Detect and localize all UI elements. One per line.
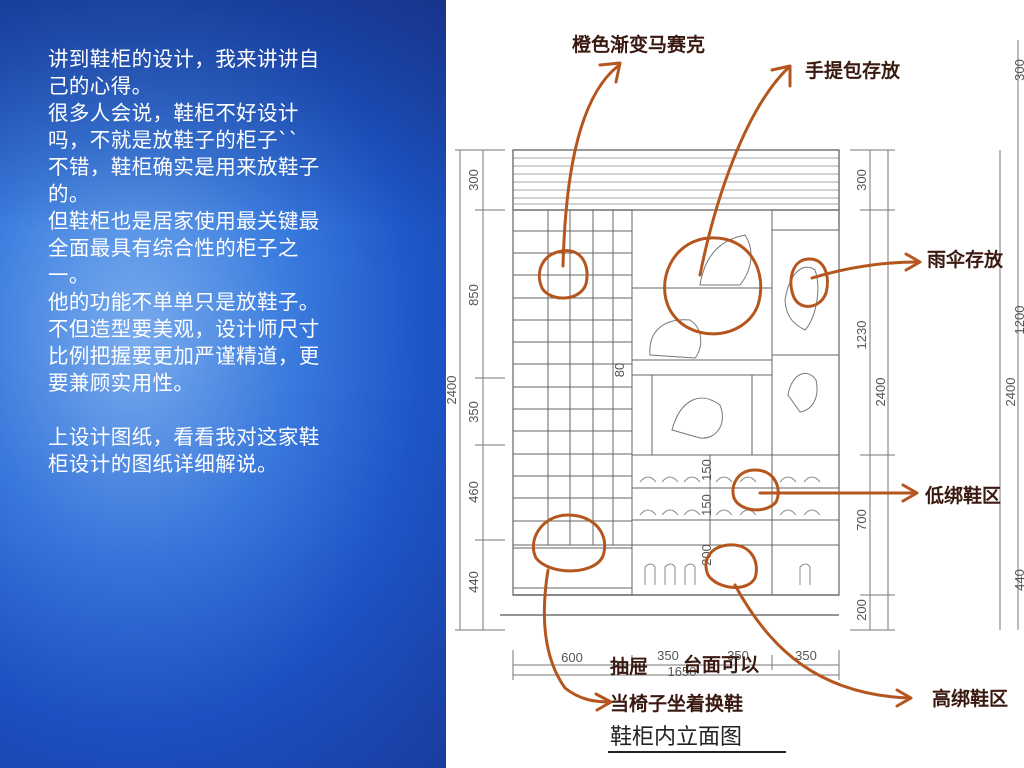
bottom-dimension-lines [512,650,840,680]
dim-right-b-total: 2400 [1003,378,1018,407]
dim-right-a-total: 2400 [873,378,888,407]
dim-right-b-bottom: 440 [1012,569,1024,591]
label-countertop: 台面可以 [683,653,759,676]
paragraph-4: 但鞋柜也是居家使用最关键最全面最具有综合性的柜子之一。 [48,209,320,287]
arrow-umbrella [810,260,920,280]
item-sketches [649,234,819,439]
dim-right-a-2: 1230 [854,321,869,350]
dim-bottom-1: 600 [561,650,583,665]
paragraph-2: 很多人会说，鞋柜不好设计吗，不就是放鞋子的柜子`` [48,101,300,152]
dim-bottom-3: 350 [727,648,749,663]
circle-drawer [531,513,607,573]
compartments [631,209,840,596]
dim-right-b-top: 300 [1012,59,1024,81]
paragraph-7: 上设计图纸，看看我对这家鞋柜设计的图纸详细解说。 [48,425,320,476]
dim-left-3: 350 [466,401,481,423]
dim-bottom-4: 350 [795,648,817,663]
inner-dim-3: 200 [699,544,714,566]
annotation-marks [531,61,922,712]
drawing-title: 鞋柜内立面图 [610,725,742,750]
dim-left-2: 850 [466,284,481,306]
arrow-handbag [698,66,790,277]
circle-handbag [663,236,763,336]
circle-low-shoes [731,468,780,512]
dim-left-4: 460 [466,481,481,503]
dim-left-1: 300 [466,169,481,191]
arrow-high-shoes [733,583,912,700]
dim-right-a-4: 200 [854,599,869,621]
label-seat: 当椅子坐着换鞋 [610,692,743,715]
paragraph-1: 讲到鞋柜的设计，我来讲讲自己的心得。 [48,47,320,98]
top-slats [513,157,839,205]
arrow-mosaic [561,64,620,268]
arrowhead-umbrella [904,252,922,272]
circle-mosaic [537,249,589,300]
inner-label-80: 80 [612,363,627,377]
paragraph-5: 他的功能不单单只是放鞋子。 [48,290,320,314]
left-text-panel: 讲到鞋柜的设计，我来讲讲自己的心得。 很多人会说，鞋柜不好设计吗，不就是放鞋子的… [0,0,446,768]
inner-dim-2: 150 [699,494,714,516]
label-drawer: 抽屉 [610,655,648,678]
left-dimension-lines [455,149,505,631]
arrowhead-high-shoes [895,688,913,708]
paragraph-3: 不错，鞋柜确实是用来放鞋子的。 [48,155,320,206]
arrowhead-seat [594,692,613,712]
shoe-cabinet-elevation-drawing: 300 850 350 460 440 2400 [446,33,1024,753]
dim-right-a-1: 300 [854,169,869,191]
drawer [512,547,633,589]
label-handbag: 手提包存放 [805,59,901,82]
dim-left-5: 440 [466,571,481,593]
arrowhead-low-shoes [901,483,919,503]
paragraph-6: 不但造型要美观，设计师尺寸比例把握要更加严谨精道，更要兼顾实用性。 [48,317,320,395]
dim-right-b-mid: 1200 [1012,306,1024,335]
arrowhead-handbag [770,64,792,88]
label-high-shoes: 高绑鞋区 [932,687,1008,710]
dim-bottom-total: 1650 [668,664,697,679]
label-umbrella: 雨伞存放 [927,248,1004,271]
arrowhead-mosaic [598,61,622,84]
description-text: 讲到鞋柜的设计，我来讲讲自己的心得。 很多人会说，鞋柜不好设计吗，不就是放鞋子的… [48,46,332,478]
right-dimension-lines-b [999,40,1019,630]
arrow-seat [542,568,612,704]
inner-dim-1: 150 [699,459,714,481]
label-orange-mosaic: 橙色渐变马赛克 [572,33,705,56]
dim-right-a-3: 700 [854,509,869,531]
circle-high-shoes [704,543,758,589]
mosaic-grid [512,210,633,595]
circle-umbrella [789,257,829,308]
dim-bottom-2: 350 [657,648,679,663]
dim-left-total: 2400 [446,376,459,405]
right-dimension-lines-a [850,149,895,631]
label-low-shoes: 低绑鞋区 [924,484,1001,507]
